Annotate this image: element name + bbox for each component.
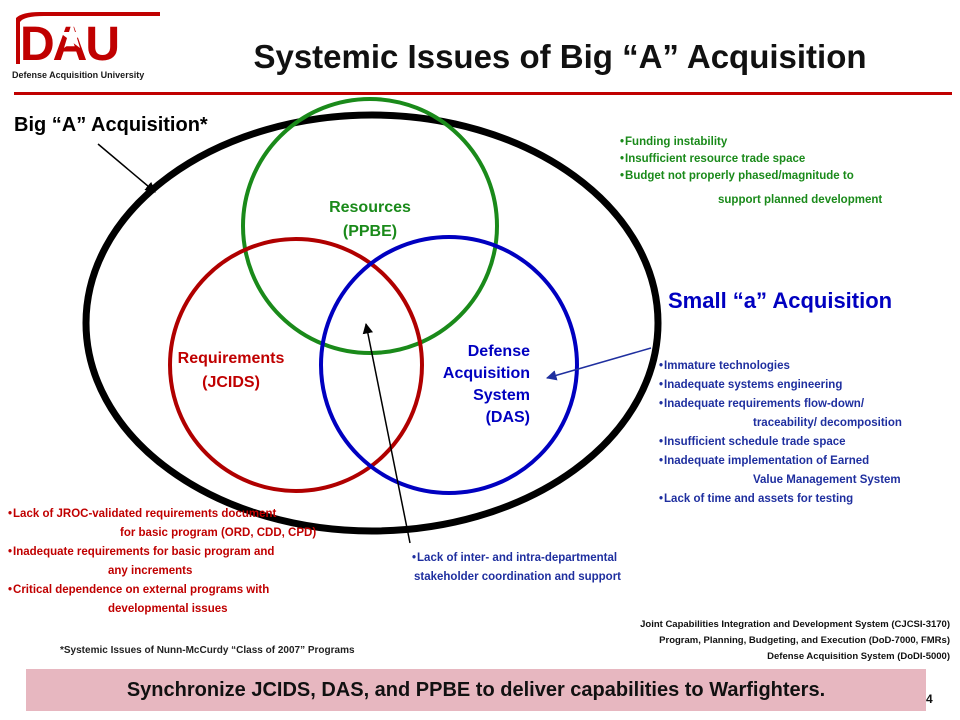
acronym-ppbe: Program, Planning, Budgeting, and Execut… — [659, 635, 950, 646]
das-circle — [319, 235, 579, 495]
star-icon — [59, 22, 85, 48]
intersection-arrow — [362, 322, 411, 544]
list-item: Inadequate implementation of EarnedValue… — [659, 452, 902, 490]
intersection-issue-list: Lack of inter- and intra-departmentalsta… — [412, 549, 621, 587]
das-label-line3: System — [473, 387, 530, 404]
page-title: Systemic Issues of Big “A” Acquisition — [253, 38, 867, 75]
das-issues-list: Immature technologies Inadequate systems… — [659, 357, 902, 509]
list-item: Lack of time and assets for testing — [659, 490, 902, 509]
list-item: Inadequate systems engineering — [659, 376, 902, 395]
resources-issues-list: Funding instability Insufficient resourc… — [620, 134, 882, 209]
list-item: Funding instability — [620, 134, 882, 151]
das-label: Defense Acquisition System (DAS) — [404, 341, 530, 429]
requirements-circle — [168, 237, 424, 493]
big-a-ellipse — [82, 111, 662, 535]
requirements-label: Requirements (JCIDS) — [168, 347, 294, 395]
resources-label-line2: (PPBE) — [342, 223, 398, 240]
list-item: Budget not properly phased/magnitude tos… — [620, 168, 882, 209]
acronym-das: Defense Acquisition System (DoDI-5000) — [767, 651, 950, 662]
requirements-label-line2: (JCIDS) — [202, 374, 260, 391]
list-item: Lack of inter- and intra-departmentalsta… — [412, 549, 621, 587]
list-item: Immature technologies — [659, 357, 902, 376]
requirements-label-line1: Requirements — [177, 350, 285, 367]
requirements-issues-list: Lack of JROC-validated requirements docu… — [8, 505, 316, 619]
dau-logo: DAU — [12, 12, 160, 71]
list-item: Critical dependence on external programs… — [8, 581, 316, 619]
small-a-arrow — [545, 347, 652, 381]
title-divider — [14, 92, 952, 95]
resources-label: Resources (PPBE) — [300, 196, 440, 244]
big-a-arrow — [97, 143, 156, 193]
das-label-line1: Defense — [467, 343, 530, 360]
list-item: Insufficient resource trade space — [620, 151, 882, 168]
resources-circle — [241, 97, 499, 355]
list-item: Inadequate requirements flow-down/tracea… — [659, 395, 902, 433]
small-a-label: Small “a” Acquisition — [668, 288, 893, 313]
page-number: 4 — [926, 692, 933, 706]
logo-subtitle: Defense Acquisition University — [12, 70, 145, 80]
banner-text: Synchronize JCIDS, DAS, and PPBE to deli… — [126, 679, 826, 701]
acronym-legend: Joint Capabilities Integration and Devel… — [560, 617, 950, 665]
list-item: Lack of JROC-validated requirements docu… — [8, 505, 316, 543]
logo-text: DAU — [20, 18, 118, 71]
acronym-jcids: Joint Capabilities Integration and Devel… — [640, 619, 950, 630]
list-item: Inadequate requirements for basic progra… — [8, 543, 316, 581]
resources-label-line1: Resources — [329, 199, 411, 216]
das-label-line4: (DAS) — [485, 409, 530, 426]
footnote: *Systemic Issues of Nunn-McCurdy “Class … — [60, 645, 355, 656]
banner-background — [26, 669, 926, 711]
big-a-label: Big “A” Acquisition* — [14, 114, 208, 136]
list-item: Insufficient schedule trade space — [659, 433, 902, 452]
das-label-line2: Acquisition — [442, 365, 530, 382]
